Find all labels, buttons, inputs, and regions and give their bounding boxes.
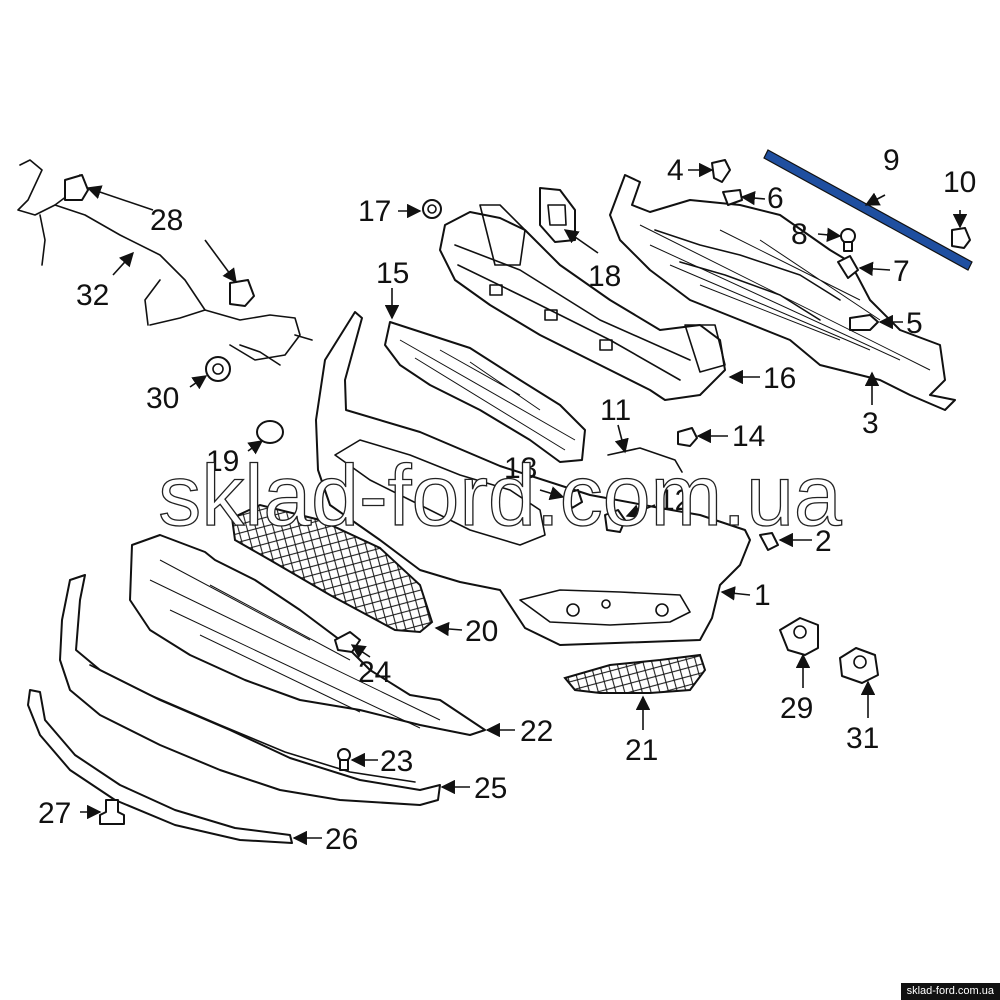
part-24-clip: [334, 631, 361, 653]
callout-23: 23: [380, 745, 413, 778]
callout-10: 10: [943, 166, 976, 199]
callout-27: 27: [38, 797, 71, 830]
part-1-bumper-cover: [315, 311, 751, 646]
part-28-connectors: [64, 174, 255, 307]
part-22-lower-shield: [129, 534, 486, 736]
part-20-grille: [230, 503, 434, 634]
callout-28: 28: [150, 204, 183, 237]
seal-strip-shape: [763, 149, 973, 271]
part-12-clip: [604, 509, 626, 533]
part-4-clip: [711, 159, 731, 183]
callout-21: 21: [625, 734, 658, 767]
part-2-clip: [759, 532, 779, 551]
part-19-ring: [256, 420, 284, 444]
part-14-clip: [677, 427, 698, 447]
callout-5: 5: [906, 307, 923, 340]
callout-17: 17: [358, 195, 391, 228]
callout-31: 31: [846, 722, 879, 755]
part-16-reinforcement: [439, 204, 726, 401]
part-30-bezel: [205, 356, 231, 382]
part-3-shield: [609, 174, 956, 411]
callout-15: 15: [376, 257, 409, 290]
part-13-clip: [565, 489, 583, 509]
part-32-harness: [17, 159, 313, 366]
callout-8: 8: [791, 218, 808, 251]
callout-20: 20: [465, 615, 498, 648]
part-9-seal-strip: [763, 149, 973, 271]
callout-16: 16: [763, 362, 796, 395]
part-5-screw: [849, 314, 879, 331]
callout-22: 22: [520, 715, 553, 748]
leader-lines: [80, 162, 968, 846]
callout-2: 2: [815, 525, 832, 558]
part-10-bumper-stop: [951, 227, 971, 249]
footer-badge[interactable]: sklad-ford.com.ua: [900, 983, 1000, 1000]
callout-7: 7: [893, 255, 910, 288]
part-7-bracket: [837, 255, 859, 279]
part-25-spoiler: [59, 574, 441, 806]
callout-25: 25: [474, 772, 507, 805]
callout-6: 6: [767, 182, 784, 215]
callout-4: 4: [667, 154, 684, 187]
part-29-sensor: [779, 617, 819, 656]
callout-labels: 1 2 3 4 5 6 7 8 9 10 11 12 13 14 15 16 1…: [38, 144, 976, 856]
callout-29: 29: [780, 692, 813, 725]
callout-19: 19: [206, 445, 239, 478]
part-21-bezel: [563, 653, 707, 694]
part-31-retainer: [839, 647, 879, 684]
part-17-nut: [422, 199, 442, 219]
watermark-text: sklad-ford.com.ua: [158, 448, 842, 544]
callout-11: 11: [600, 394, 631, 427]
part-8-bolt: [840, 228, 856, 252]
part-27-pushpin: [99, 799, 125, 825]
callout-9: 9: [883, 144, 900, 177]
part-26-strip: [27, 689, 293, 844]
callout-24: 24: [358, 656, 391, 689]
callout-14: 14: [732, 420, 765, 453]
callout-1: 1: [754, 579, 771, 612]
callout-18: 18: [588, 260, 621, 293]
callout-3: 3: [862, 407, 879, 440]
callout-26: 26: [325, 823, 358, 856]
callout-13: 13: [504, 452, 537, 485]
part-23-bolt: [337, 748, 351, 771]
callout-12: 12: [658, 484, 691, 517]
callout-30: 30: [146, 382, 179, 415]
callout-32: 32: [76, 279, 109, 312]
part-15-absorber: [384, 321, 586, 463]
